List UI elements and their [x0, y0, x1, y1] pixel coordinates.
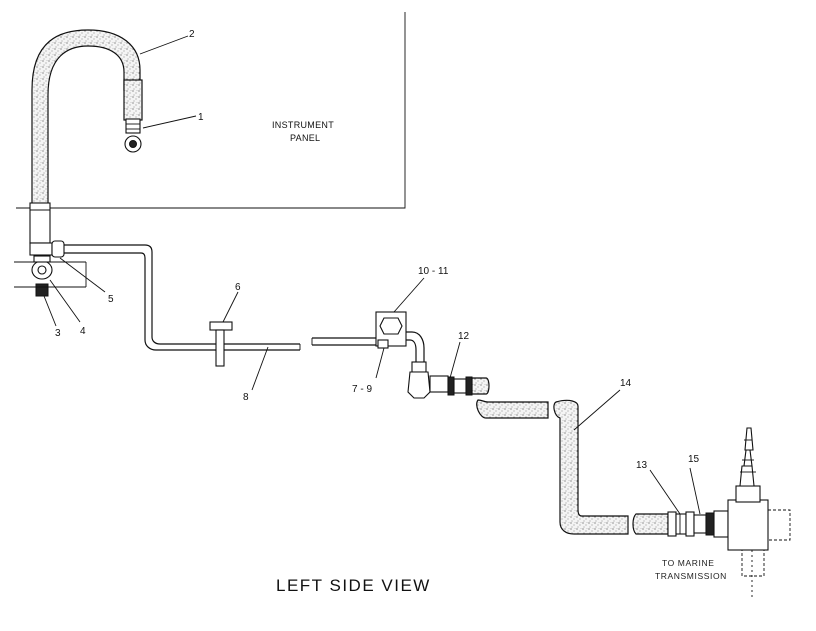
- callout-5: 5: [108, 294, 114, 305]
- metal-tube-8: [64, 244, 301, 351]
- destination-label-line1: TO MARINE: [662, 558, 714, 568]
- callout-leaders: [43, 35, 701, 515]
- destination-label-line2: TRANSMISSION: [655, 571, 727, 581]
- instrument-panel-label-line1: INSTRUMENT: [272, 120, 334, 130]
- callout-14: 14: [620, 378, 632, 389]
- view-title: LEFT SIDE VIEW: [276, 576, 431, 595]
- tee-fitting-assembly: [14, 240, 87, 297]
- transmission-valve-body: [727, 427, 791, 600]
- hose-14: [553, 399, 629, 535]
- instrument-panel-outline: [16, 12, 406, 209]
- gauge-fitting: [124, 118, 142, 153]
- callout-6: 6: [235, 282, 241, 293]
- callout-13: 13: [636, 460, 648, 471]
- callout-2: 2: [189, 29, 195, 40]
- callout-7-9: 7 - 9: [352, 384, 372, 395]
- callout-8: 8: [243, 392, 249, 403]
- callout-3: 3: [55, 328, 61, 339]
- callout-4: 4: [80, 326, 86, 337]
- hose-13-fittings: [632, 510, 729, 538]
- fitting-12: [447, 376, 490, 396]
- lower-hose-sleeve: [29, 202, 51, 244]
- hose-segment-middle: [476, 399, 549, 419]
- callout-1: 1: [198, 112, 204, 123]
- elbow-pipe: [406, 331, 449, 399]
- tee-fitting-6: [209, 321, 233, 367]
- tube-to-valve: [311, 337, 378, 346]
- callout-10-11: 10 - 11: [418, 266, 449, 277]
- gooseneck-hose: [31, 29, 143, 206]
- callout-15: 15: [688, 454, 700, 465]
- valve-block-10-11: [375, 311, 407, 349]
- hose-end-sleeve: [123, 79, 143, 121]
- callout-12: 12: [458, 331, 470, 342]
- instrument-panel-label-line2: PANEL: [290, 133, 320, 143]
